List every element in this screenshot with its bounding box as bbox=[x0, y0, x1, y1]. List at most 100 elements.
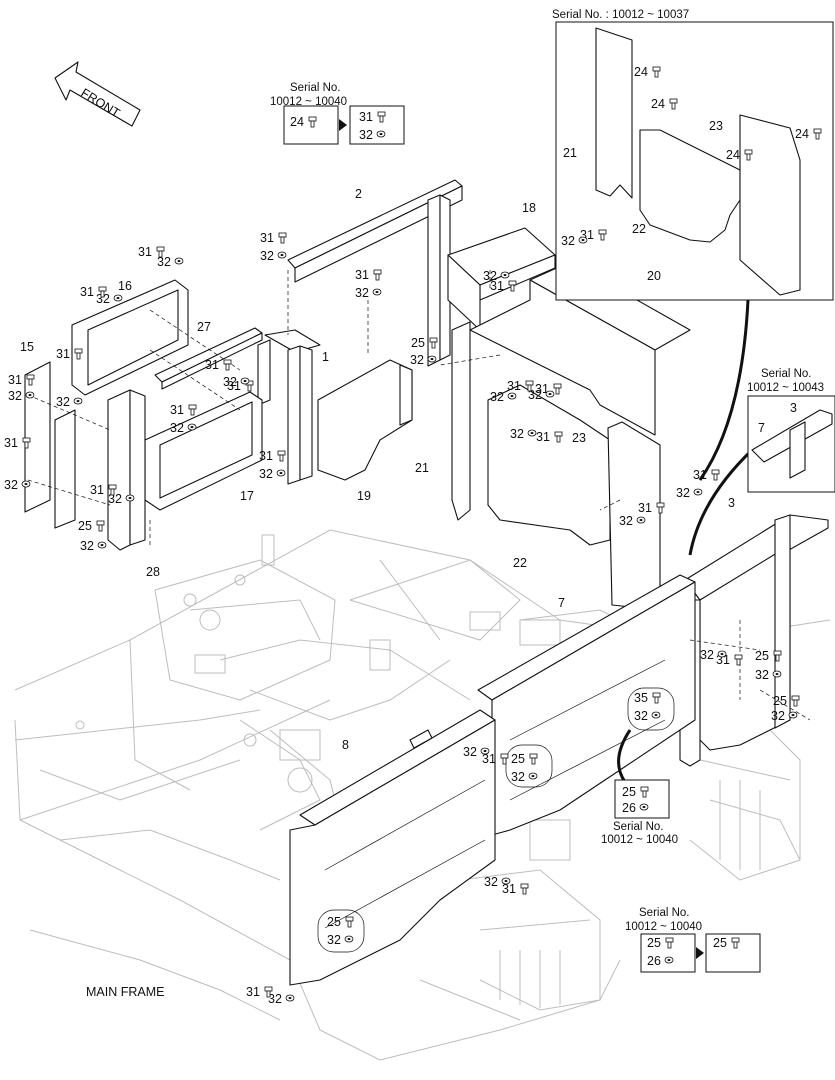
callout-31: 31 bbox=[535, 382, 549, 396]
callout-32: 32 bbox=[4, 478, 18, 492]
replace-arrow-icon bbox=[696, 947, 704, 959]
callout-32: 32 bbox=[676, 486, 690, 500]
callout-32: 32 bbox=[223, 375, 237, 389]
callout-28: 28 bbox=[146, 565, 160, 579]
callout-32: 32 bbox=[56, 395, 70, 409]
callout-32: 32 bbox=[96, 292, 110, 306]
serial-note-bottom-range: 10012 ~ 10040 bbox=[625, 921, 702, 933]
washer-hole bbox=[581, 239, 585, 241]
inset-serial-10012-10037: Serial No. : 10012 ~ 10037 bbox=[552, 9, 834, 301]
bolt-icon bbox=[108, 484, 117, 496]
washer-hole bbox=[667, 959, 671, 961]
callout-31: 31 bbox=[507, 379, 521, 393]
callout-31: 31 bbox=[227, 379, 241, 393]
washer-hole bbox=[720, 653, 724, 655]
callout-31: 31 bbox=[693, 468, 707, 482]
callout-32: 32 bbox=[619, 514, 633, 528]
washer-hole bbox=[279, 472, 283, 474]
washer-hole bbox=[177, 260, 181, 262]
callout-25: 25 bbox=[773, 694, 787, 708]
serial-note-top-left-title: Serial No. bbox=[290, 82, 341, 94]
callout-22: 22 bbox=[632, 222, 646, 236]
callout-layer: 1 2 3 3 7 7 8 15 16 17 18 19 20 21 21 22… bbox=[4, 65, 809, 1006]
callout-32: 32 bbox=[634, 709, 648, 723]
washer-hole bbox=[28, 394, 32, 396]
bolt-icon bbox=[744, 149, 753, 161]
bolt-icon bbox=[500, 753, 509, 765]
callout-32: 32 bbox=[511, 770, 525, 784]
washer-hole bbox=[531, 775, 535, 777]
callout-31: 31 bbox=[8, 373, 22, 387]
bolt-icon bbox=[554, 431, 563, 443]
bolt-icon bbox=[711, 469, 720, 481]
callout-32: 32 bbox=[771, 709, 785, 723]
washer-hole bbox=[696, 491, 700, 493]
callout-32: 32 bbox=[484, 875, 498, 889]
serial-note-mid-range: 10012 ~ 10040 bbox=[601, 834, 678, 846]
callout-23: 23 bbox=[572, 431, 586, 445]
callout-32: 32 bbox=[260, 249, 274, 263]
replacement-25-26-bottom: Serial No. 10012 ~ 10040 bbox=[625, 907, 761, 973]
part-3-frame bbox=[679, 514, 829, 767]
washer-hole bbox=[243, 380, 247, 382]
callout-25: 25 bbox=[755, 649, 769, 663]
part-8-panel bbox=[289, 709, 496, 986]
main-frame-outline bbox=[14, 529, 831, 1061]
bolt-icon bbox=[734, 654, 743, 666]
washer-hole bbox=[510, 395, 514, 397]
callout-31: 31 bbox=[246, 985, 260, 999]
bolt-icon bbox=[553, 383, 562, 395]
callout-32: 32 bbox=[108, 492, 122, 506]
bolt-icon bbox=[773, 650, 782, 662]
part-28-post bbox=[107, 389, 146, 551]
callout-31: 31 bbox=[638, 501, 652, 515]
bolt-icon bbox=[508, 280, 517, 292]
bolt-icon bbox=[156, 246, 165, 258]
callout-32: 32 bbox=[170, 421, 184, 435]
callout-32: 32 bbox=[8, 389, 22, 403]
callout-35: 35 bbox=[634, 691, 648, 705]
bolt-icon bbox=[377, 111, 386, 123]
bolt-icon bbox=[22, 437, 31, 449]
part-15-plate bbox=[24, 361, 76, 529]
callout-17: 17 bbox=[240, 489, 254, 503]
washer-hole bbox=[24, 483, 28, 485]
callout-16: 16 bbox=[118, 279, 132, 293]
bolt-icon bbox=[223, 359, 232, 371]
part-19-cover bbox=[317, 359, 413, 481]
serial-note-mid-title: Serial No. bbox=[613, 821, 664, 833]
callout-8: 8 bbox=[342, 738, 349, 752]
inset-serial-10012-10043: Serial No. 10012 ~ 10043 bbox=[747, 368, 835, 493]
callout-15: 15 bbox=[20, 340, 34, 354]
part-22-panel bbox=[487, 384, 611, 546]
bolt-icon bbox=[652, 692, 661, 704]
bolt-icon bbox=[345, 916, 354, 928]
callout-3: 3 bbox=[728, 496, 735, 510]
callout-23: 23 bbox=[709, 119, 723, 133]
callout-31: 31 bbox=[205, 358, 219, 372]
callout-32: 32 bbox=[483, 269, 497, 283]
serial-note-top-right: Serial No. : 10012 ~ 10037 bbox=[552, 9, 689, 21]
washer-hole bbox=[654, 714, 658, 716]
callout-32: 32 bbox=[327, 933, 341, 947]
callout-24: 24 bbox=[290, 115, 304, 129]
serial-note-bottom-title: Serial No. bbox=[639, 907, 690, 919]
callout-31: 31 bbox=[502, 882, 516, 896]
callout-26: 26 bbox=[622, 801, 636, 815]
callout-32: 32 bbox=[700, 648, 714, 662]
bolt-icon bbox=[98, 286, 107, 298]
part-1-bracket bbox=[257, 329, 321, 485]
callout-32: 32 bbox=[80, 539, 94, 553]
bolt-icon bbox=[429, 337, 438, 349]
callout-21: 21 bbox=[563, 146, 577, 160]
callout-25: 25 bbox=[78, 519, 92, 533]
washer-hole bbox=[503, 274, 507, 276]
washer-hole bbox=[190, 426, 194, 428]
bolt-icon bbox=[656, 502, 665, 514]
callout-32: 32 bbox=[561, 234, 575, 248]
bolt-icon bbox=[791, 695, 800, 707]
washer-hole bbox=[379, 133, 383, 135]
part-21-panel bbox=[451, 321, 471, 521]
